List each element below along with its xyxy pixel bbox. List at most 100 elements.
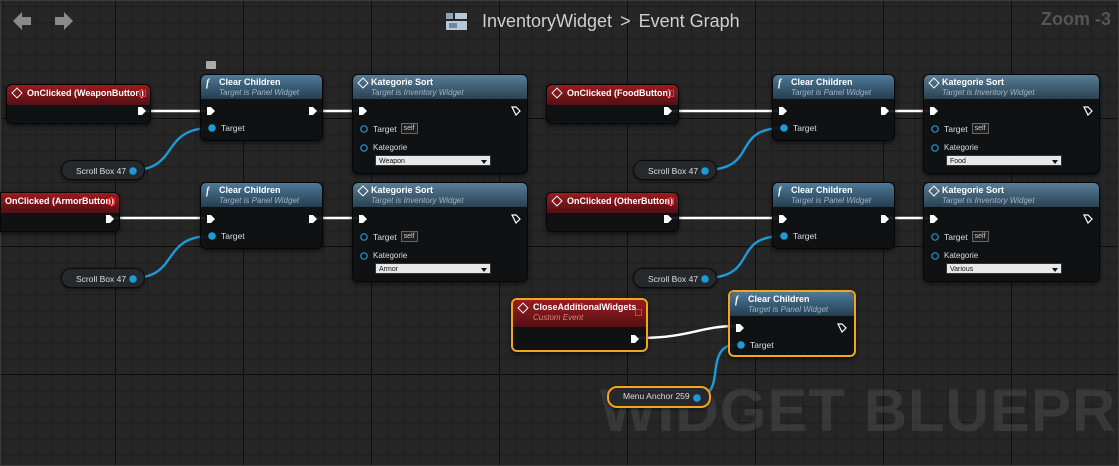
delegate-pin[interactable] xyxy=(667,198,674,205)
clear-children-node-armor[interactable]: f Clear Children Target is Panel Widget … xyxy=(200,182,323,249)
scroll-box-variable-3[interactable]: Scroll Box 47 xyxy=(633,160,717,180)
exec-in-pin[interactable] xyxy=(778,106,788,116)
node-title: Kategorie Sort xyxy=(942,77,1005,87)
delegate-pin[interactable] xyxy=(108,198,115,205)
kategorie-pin[interactable] xyxy=(359,251,369,261)
target-label: Target xyxy=(221,123,245,133)
kategorie-sort-node-armor[interactable]: Kategorie Sort Target is Inventory Widge… xyxy=(352,182,528,282)
self-value: self xyxy=(971,231,989,242)
event-node-food[interactable]: OnClicked (FoodButton) xyxy=(546,84,679,124)
exec-out-pin[interactable] xyxy=(511,106,521,116)
delegate-pin[interactable] xyxy=(635,309,642,316)
node-subtitle: Target is Inventory Widget xyxy=(371,88,464,97)
object-wire xyxy=(131,126,212,172)
self-value: self xyxy=(971,123,989,134)
clear-children-node-other[interactable]: f Clear Children Target is Panel Widget … xyxy=(772,182,895,249)
event-title: CloseAdditionalWidgets xyxy=(533,302,637,312)
dropdown-value: Armor xyxy=(379,266,399,273)
exec-out-pin[interactable] xyxy=(137,106,147,116)
variable-out-pin[interactable] xyxy=(700,274,710,284)
kategorie-pin[interactable] xyxy=(930,251,940,261)
delegate-pin[interactable] xyxy=(667,90,674,97)
clear-children-node-weapon[interactable]: f Clear Children Target is Panel Widget … xyxy=(200,74,323,141)
target-pin[interactable] xyxy=(359,232,369,242)
exec-in-pin[interactable] xyxy=(778,214,788,224)
kategorie-sort-node-various[interactable]: Kategorie Sort Target is Inventory Widge… xyxy=(923,182,1100,282)
breadcrumb-separator: > xyxy=(620,10,631,31)
kategorie-pin[interactable] xyxy=(359,143,369,153)
node-subtitle: Target is Panel Widget xyxy=(791,88,872,97)
clear-children-node-close[interactable]: f Clear Children Target is Panel Widget … xyxy=(728,290,856,357)
event-node-weapon[interactable]: OnClicked (WeaponButton) xyxy=(6,84,151,124)
kategorie-dropdown[interactable]: Armor xyxy=(375,263,491,274)
back-button[interactable] xyxy=(9,8,35,34)
exec-out-pin[interactable] xyxy=(308,214,318,224)
scroll-box-variable-4[interactable]: Scroll Box 47 xyxy=(633,268,717,288)
target-pin[interactable] xyxy=(207,123,217,133)
exec-out-pin[interactable] xyxy=(880,106,890,116)
custom-event-node-close[interactable]: CloseAdditionalWidgets Custom Event xyxy=(511,298,648,352)
scroll-box-variable-2[interactable]: Scroll Box 47 xyxy=(61,268,145,288)
exec-in-pin[interactable] xyxy=(735,323,745,333)
breadcrumb-graph[interactable]: Event Graph xyxy=(638,10,740,31)
exec-out-pin[interactable] xyxy=(663,214,673,224)
exec-out-pin[interactable] xyxy=(880,214,890,224)
exec-in-pin[interactable] xyxy=(206,214,216,224)
node-title: Clear Children xyxy=(791,185,853,195)
function-icon: f xyxy=(206,78,210,89)
target-label: Target xyxy=(793,231,817,241)
chevron-down-icon xyxy=(481,160,487,164)
variable-out-pin[interactable] xyxy=(128,166,138,176)
object-wire xyxy=(703,234,784,280)
exec-out-pin[interactable] xyxy=(105,214,115,224)
kategorie-sort-node-food[interactable]: Kategorie Sort Target is Inventory Widge… xyxy=(923,74,1100,174)
node-title: Clear Children xyxy=(219,77,281,87)
event-node-armor[interactable]: OnClicked (ArmorButton) xyxy=(0,192,120,232)
target-pin[interactable] xyxy=(736,340,746,350)
target-label: Target xyxy=(221,231,245,241)
zoom-label: Zoom -3 xyxy=(1041,9,1111,29)
exec-out-pin[interactable] xyxy=(663,106,673,116)
exec-out-pin[interactable] xyxy=(1083,214,1093,224)
menu-anchor-variable[interactable]: Menu Anchor 259 xyxy=(607,386,711,408)
node-title: Clear Children xyxy=(748,294,810,304)
breadcrumb-widget[interactable]: InventoryWidget xyxy=(482,10,613,31)
function-icon: f xyxy=(735,295,739,306)
exec-out-pin[interactable] xyxy=(511,214,521,224)
variable-label: Scroll Box 47 xyxy=(648,274,699,284)
variable-out-pin[interactable] xyxy=(692,393,702,403)
event-icon xyxy=(11,87,23,99)
dropdown-value: Various xyxy=(950,266,974,273)
exec-out-pin[interactable] xyxy=(630,334,640,344)
target-pin[interactable] xyxy=(930,124,940,134)
variable-label: Scroll Box 47 xyxy=(76,274,127,284)
comment-icon[interactable] xyxy=(206,61,216,69)
target-label: Target xyxy=(373,123,397,134)
delegate-pin[interactable] xyxy=(139,90,146,97)
target-pin[interactable] xyxy=(779,123,789,133)
exec-in-pin[interactable] xyxy=(358,106,368,116)
variable-out-pin[interactable] xyxy=(700,166,710,176)
exec-in-pin[interactable] xyxy=(929,106,939,116)
variable-out-pin[interactable] xyxy=(128,274,138,284)
exec-out-pin[interactable] xyxy=(308,106,318,116)
target-pin[interactable] xyxy=(207,231,217,241)
exec-in-pin[interactable] xyxy=(929,214,939,224)
exec-in-pin[interactable] xyxy=(358,214,368,224)
kategorie-dropdown[interactable]: Weapon xyxy=(375,155,491,166)
forward-button[interactable] xyxy=(51,8,77,34)
scroll-box-variable-1[interactable]: Scroll Box 47 xyxy=(61,160,145,180)
exec-out-pin[interactable] xyxy=(837,323,847,333)
kategorie-dropdown[interactable]: Various xyxy=(946,263,1062,274)
target-pin[interactable] xyxy=(359,124,369,134)
target-pin[interactable] xyxy=(779,231,789,241)
kategorie-dropdown[interactable]: Food xyxy=(946,155,1062,166)
kategorie-pin[interactable] xyxy=(930,143,940,153)
exec-out-pin[interactable] xyxy=(1083,106,1093,116)
clear-children-node-food[interactable]: f Clear Children Target is Panel Widget … xyxy=(772,74,895,141)
exec-in-pin[interactable] xyxy=(206,106,216,116)
event-node-other[interactable]: OnClicked (OtherButton) xyxy=(546,192,679,232)
target-pin[interactable] xyxy=(930,232,940,242)
kategorie-sort-node-weapon[interactable]: Kategorie Sort Target is Inventory Widge… xyxy=(352,74,528,174)
graph-toolbar: InventoryWidget > Event Graph Zoom -3 xyxy=(0,0,1119,42)
